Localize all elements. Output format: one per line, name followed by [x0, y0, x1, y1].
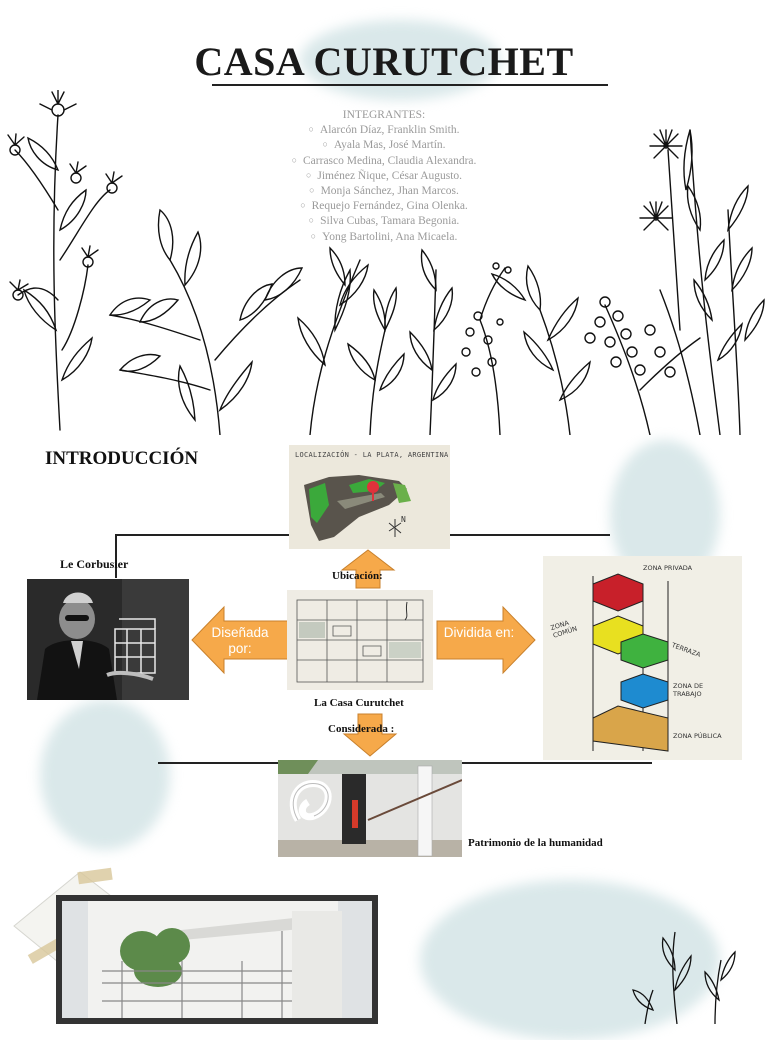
designed-by-text: Diseñada por: [211, 625, 269, 656]
zone-label: ZONA PRIVADA [643, 564, 693, 572]
title-underline [212, 84, 608, 86]
member-name: Yong Bartolini, Ana Micaela. [234, 230, 534, 245]
member-name: Monja Sánchez, Jhan Marcos. [234, 184, 534, 199]
connector-line [115, 534, 290, 536]
map-caption: LOCALIZACIÓN - LA PLATA, ARGENTINA [295, 451, 449, 459]
members-heading: INTEGRANTES: [342, 109, 426, 121]
title-wash [300, 20, 500, 100]
member-name: Carrasco Medina, Claudia Alexandra. [234, 154, 534, 169]
member-name: Silva Cubas, Tamara Begonia. [234, 214, 534, 229]
member-name: Requejo Fernández, Gina Olenka. [234, 199, 534, 214]
considered-label: Considerada : [328, 723, 395, 735]
connector-line [462, 762, 652, 764]
wash-bottom [420, 880, 720, 1040]
heritage-photo [278, 760, 462, 857]
heritage-label: Patrimonio de la humanidad [468, 837, 603, 849]
divided-into-arrow [436, 605, 536, 675]
connector-line [158, 762, 278, 764]
page-title: CASA CURUTCHET [194, 39, 574, 84]
north-mark: N [401, 515, 406, 524]
wash-left [40, 700, 170, 850]
divided-into-text: Dividida en: [443, 625, 515, 640]
location-map-sketch: LOCALIZACIÓN - LA PLATA, ARGENTINA N [289, 445, 450, 549]
members-list: INTEGRANTES: Alarcón Díaz, Franklin Smit… [234, 108, 534, 245]
building-photo [56, 895, 378, 1024]
member-name: Alarcón Díaz, Franklin Smith. [234, 123, 534, 138]
leaf-sketch [632, 931, 736, 1024]
zone-label: ZONA DE TRABAJO [673, 682, 704, 698]
connector-line [450, 534, 610, 536]
location-label: Ubicación: [332, 570, 383, 582]
location-arrow [340, 549, 396, 589]
member-name: Jiménez Ñique, César Augusto. [234, 169, 534, 184]
intro-heading: INTRODUCCIÓN [45, 448, 199, 469]
member-name: Ayala Mas, José Martín. [234, 138, 534, 153]
architect-label: Le Corbusier [60, 557, 129, 571]
botanical-illustration [7, 90, 765, 435]
considered-arrow [342, 713, 398, 757]
casa-curutchet-drawing [287, 590, 433, 690]
zone-label: ZONA PÚBLICA [673, 732, 722, 740]
zones-sketch: ZONA PRIVADA ZONA COMÚN TERRAZA ZONA DE … [543, 556, 742, 760]
le-corbusier-photo [27, 579, 189, 700]
house-label: La Casa Curutchet [314, 697, 404, 709]
connector-line [115, 534, 117, 578]
